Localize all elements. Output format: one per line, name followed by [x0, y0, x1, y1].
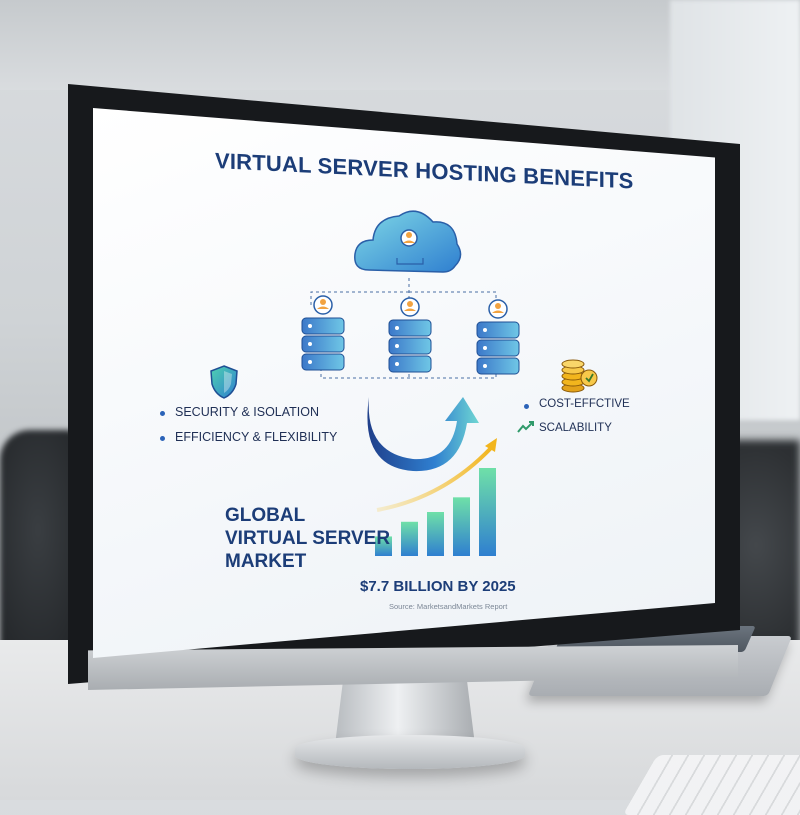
growth-arrow-head — [485, 438, 497, 452]
benefit-security-label: SECURITY & ISOLATION — [175, 405, 320, 419]
benefit-efficiency-label: EFFICIENCY & FLEXIBILITY — [175, 430, 338, 444]
market-value: $7.7 BILLION BY 2025 — [360, 578, 516, 595]
slide-title: VIRTUAL SERVER HOSTING BENEFITS — [215, 148, 634, 194]
growth-arrow — [376, 446, 493, 512]
trend-up-icon — [517, 421, 534, 433]
background-ceiling — [0, 0, 800, 90]
chart-bar — [479, 468, 496, 556]
benefit-cost-label: COST-EFFCTIVE — [539, 398, 630, 410]
cloud-user-icon — [354, 210, 462, 273]
bullet-dot — [160, 436, 165, 441]
market-label: GLOBAL VIRTUAL SERVER MARKET — [225, 505, 391, 572]
server-user-icon — [301, 295, 345, 371]
cycle-arrow-icon — [367, 397, 479, 472]
bullet-dot — [524, 404, 529, 409]
monitor-stand-base — [295, 735, 525, 769]
chart-bar — [453, 497, 470, 556]
server-user-icon — [388, 297, 432, 373]
market-growth-chart — [375, 438, 497, 556]
benefit-scalability-label: SCALABILITY — [539, 422, 612, 434]
monitor-screen: VIRTUAL SERVER HOSTING BENEFITS — [93, 108, 715, 658]
coins-icon — [561, 359, 598, 393]
chart-bar — [401, 521, 418, 556]
chart-bar — [375, 536, 392, 556]
chart-bar — [427, 512, 444, 556]
shield-icon — [210, 365, 238, 399]
server-user-icon — [476, 299, 520, 375]
bullet-dot — [160, 411, 165, 416]
source-note: Source: MarketsandMarkets Report — [389, 602, 508, 611]
